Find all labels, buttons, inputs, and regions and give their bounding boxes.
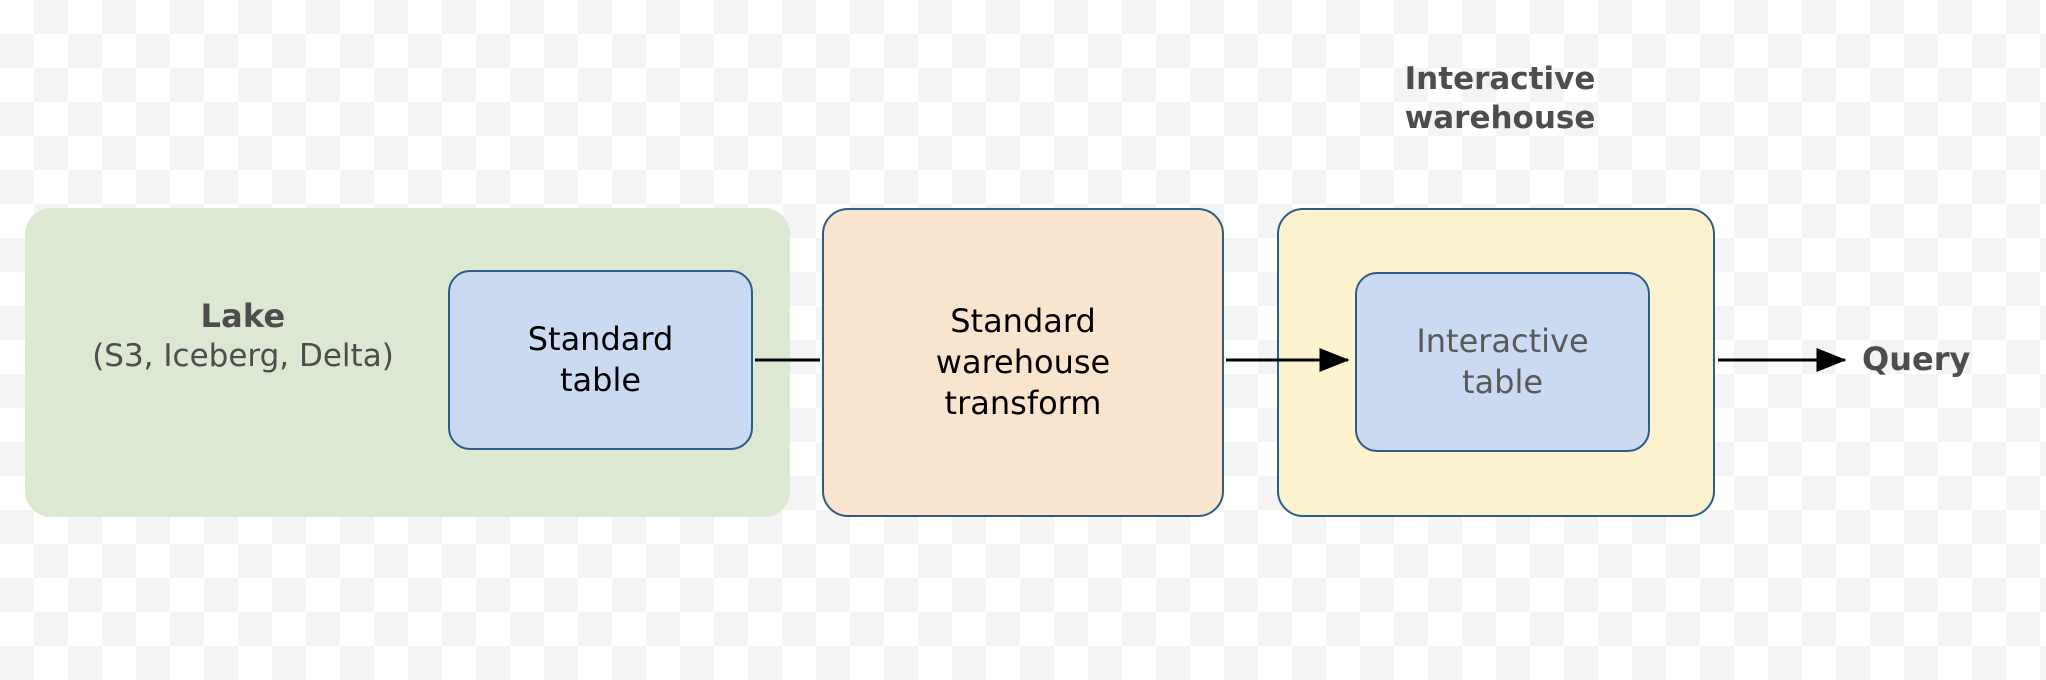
standard-table-line1: Standard [527,320,674,359]
lake-subtitle: (S3, Iceberg, Delta) [92,337,394,374]
interactive-table-line2: table [1461,363,1544,401]
interactive-warehouse-line1: Interactive [1404,61,1596,97]
lake-title: Lake [200,297,286,335]
standard-warehouse-transform-node[interactable]: Standard warehouse transform [822,208,1224,517]
interactive-table-label: Interactive table [1416,321,1588,403]
standard-table-label: Standard table [528,319,674,401]
warehouse-transform-line2: warehouse [935,343,1111,382]
warehouse-transform-label: Standard warehouse transform [936,301,1110,424]
interactive-warehouse-group-label: Interactive warehouse [1340,60,1660,138]
lake-group-label: Lake (S3, Iceberg, Delta) [58,296,428,377]
standard-table-line2: table [559,361,642,399]
query-label: Query [1862,340,1971,378]
interactive-table-line1: Interactive [1416,322,1589,361]
warehouse-transform-line1: Standard [950,302,1096,341]
warehouse-transform-line3: transform [944,383,1102,422]
interactive-table-node[interactable]: Interactive table [1355,272,1650,452]
standard-table-node[interactable]: Standard table [448,270,753,450]
interactive-warehouse-line2: warehouse [1404,100,1596,137]
